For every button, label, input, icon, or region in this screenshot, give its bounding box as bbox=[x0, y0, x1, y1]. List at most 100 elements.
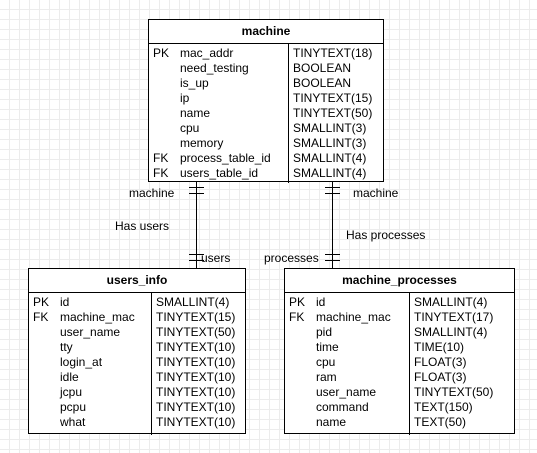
field-name-cell: need_testing bbox=[180, 61, 249, 75]
key-cell: FK bbox=[289, 310, 305, 324]
key-cell bbox=[153, 76, 174, 91]
field-name-cell: machine_mac bbox=[316, 310, 391, 324]
field-type-cell: FLOAT(3) bbox=[414, 355, 467, 369]
field-type-cell: TINYTEXT(10) bbox=[156, 370, 236, 384]
key-cell bbox=[153, 91, 174, 106]
field-type-cell: SMALLINT(3) bbox=[293, 136, 367, 150]
field-type-cell: SMALLINT(3) bbox=[293, 121, 367, 135]
field-name-cell: user_name bbox=[60, 325, 121, 339]
field-type-cell: TINYTEXT(15) bbox=[156, 310, 236, 324]
field-type-cell: TINYTEXT(50) bbox=[156, 325, 236, 339]
key-cell: FK bbox=[33, 310, 49, 324]
field-name-cell: id bbox=[316, 295, 326, 309]
field-name-cell: id bbox=[60, 295, 70, 309]
key-cell bbox=[289, 385, 310, 400]
field-name-cell: name bbox=[316, 415, 347, 429]
key-cell bbox=[153, 121, 174, 136]
field-type-cell: TINYTEXT(10) bbox=[156, 340, 236, 354]
field-type-cell: TINYTEXT(50) bbox=[293, 106, 373, 120]
field-type-cell: TINYTEXT(18) bbox=[293, 46, 373, 60]
field-name-cell: is_up bbox=[180, 76, 209, 90]
key-cell bbox=[153, 61, 174, 76]
key-cell: PK bbox=[153, 46, 170, 60]
field-type-cell: TINYTEXT(10) bbox=[156, 385, 236, 399]
machine-table-title: machine bbox=[149, 20, 383, 44]
users-info-table-title: users_info bbox=[29, 269, 245, 293]
field-type-cell: TEXT(150) bbox=[414, 400, 473, 414]
key-cell: FK bbox=[153, 151, 169, 165]
field-name-cell: command bbox=[316, 400, 369, 414]
key-cell bbox=[289, 415, 310, 430]
field-type-cell: SMALLINT(4) bbox=[414, 295, 488, 309]
field-name-cell: machine_mac bbox=[60, 310, 135, 324]
field-type-cell: TIME(10) bbox=[414, 340, 465, 354]
machine-processes-table-title: machine_processes bbox=[285, 269, 514, 293]
field-name-cell: pcpu bbox=[60, 400, 87, 414]
processes-target-label: processes bbox=[264, 251, 319, 265]
field-type-cell: TINYTEXT(10) bbox=[156, 400, 236, 414]
key-cell bbox=[33, 385, 54, 400]
processes-source-label: machine bbox=[353, 186, 399, 200]
key-cell bbox=[33, 400, 54, 415]
field-name-cell: ip bbox=[180, 91, 190, 105]
field-name-cell: users_table_id bbox=[180, 166, 259, 180]
field-name-cell: mac_addr bbox=[180, 46, 234, 60]
field-name-cell: idle bbox=[60, 370, 79, 384]
users-relation-label: Has users bbox=[115, 219, 170, 233]
field-name-cell: login_at bbox=[60, 355, 103, 369]
field-name-cell: tty bbox=[60, 340, 73, 354]
key-cell bbox=[289, 400, 310, 415]
field-type-cell: TINYTEXT(50) bbox=[414, 385, 494, 399]
field-name-cell: process_table_id bbox=[180, 151, 271, 165]
key-cell bbox=[289, 340, 310, 355]
key-cell: FK bbox=[153, 166, 169, 180]
type-column: SMALLINT(4)TINYTEXT(15)TINYTEXT(50)TINYT… bbox=[152, 293, 245, 435]
key-cell bbox=[289, 325, 310, 340]
field-type-cell: TINYTEXT(17) bbox=[414, 310, 494, 324]
field-name-cell: ram bbox=[316, 370, 337, 384]
field-name-cell: jcpu bbox=[60, 385, 83, 399]
field-type-cell: TINYTEXT(15) bbox=[293, 91, 373, 105]
field-type-cell: SMALLINT(4) bbox=[414, 325, 488, 339]
field-type-cell: TINYTEXT(10) bbox=[156, 355, 236, 369]
key-cell bbox=[153, 136, 174, 151]
users-source-label: machine bbox=[129, 186, 175, 200]
field-name-cell: time bbox=[316, 340, 339, 354]
field-name-cell: memory bbox=[180, 136, 224, 150]
field-type-cell: BOOLEAN bbox=[293, 61, 352, 75]
field-type-cell: BOOLEAN bbox=[293, 76, 352, 90]
key-cell bbox=[153, 106, 174, 121]
key-cell: PK bbox=[289, 295, 306, 309]
key-cell bbox=[289, 355, 310, 370]
key-cell bbox=[33, 415, 54, 430]
field-type-cell: SMALLINT(4) bbox=[293, 166, 367, 180]
field-type-cell: SMALLINT(4) bbox=[156, 295, 230, 309]
field-name-cell: what bbox=[60, 415, 86, 429]
field-name-cell: name bbox=[180, 106, 211, 120]
field-type-cell: TINYTEXT(10) bbox=[156, 415, 236, 429]
field-name-cell: pid bbox=[316, 325, 333, 339]
field-type-cell: FLOAT(3) bbox=[414, 370, 467, 384]
key-cell bbox=[289, 370, 310, 385]
field-name-cell: user_name bbox=[316, 385, 377, 399]
field-type-cell: TEXT(50) bbox=[414, 415, 467, 429]
field-name-cell: cpu bbox=[316, 355, 336, 369]
processes-relation-label: Has processes bbox=[346, 228, 426, 242]
field-type-cell: SMALLINT(4) bbox=[293, 151, 367, 165]
type-column: SMALLINT(4)TINYTEXT(17)SMALLINT(4)TIME(1… bbox=[410, 293, 514, 435]
key-cell bbox=[33, 325, 54, 340]
field-name-cell: cpu bbox=[180, 121, 200, 135]
key-cell bbox=[33, 370, 54, 385]
key-cell: PK bbox=[33, 295, 50, 309]
